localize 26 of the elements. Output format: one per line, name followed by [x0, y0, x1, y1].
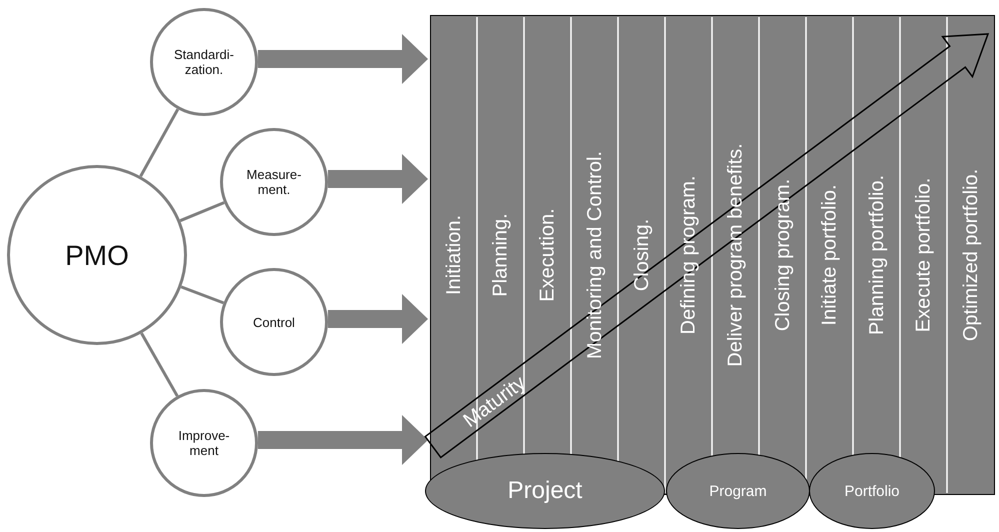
phase-label: Optimized portfolio. — [960, 168, 982, 342]
connector-line — [139, 108, 180, 178]
block-arrow — [328, 294, 428, 344]
phase-label: Execute portfolio. — [912, 178, 934, 332]
node-label: Control — [253, 314, 295, 330]
node-label: Portfolio — [844, 482, 900, 500]
node-label: Measure- ment. — [246, 167, 302, 197]
phase-label: Deliver program benefits. — [724, 143, 747, 367]
connector-line — [140, 332, 179, 397]
block-arrow — [328, 154, 428, 204]
phase-label: Initiation. — [442, 214, 465, 296]
node-label: Standardi- zation. — [173, 47, 235, 77]
phase-label: Monitoring and Control. — [583, 151, 606, 359]
phase-label: Planning portfolio. — [866, 174, 888, 336]
node-label: Improve- ment — [177, 428, 231, 458]
phase-label: Planning. — [490, 213, 512, 297]
connector-line — [180, 285, 224, 304]
connector-line — [180, 201, 225, 222]
node-label: Program — [709, 482, 767, 500]
phase-label: Execution. — [536, 208, 559, 302]
phase-label: Closing program. — [772, 178, 794, 332]
phase-label: Initiate portfolio. — [818, 184, 841, 326]
phase-label: Defining program. — [677, 176, 700, 334]
block-arrow — [258, 415, 428, 465]
phase-label: Closing. — [630, 218, 653, 292]
node-label: Project — [508, 477, 582, 505]
